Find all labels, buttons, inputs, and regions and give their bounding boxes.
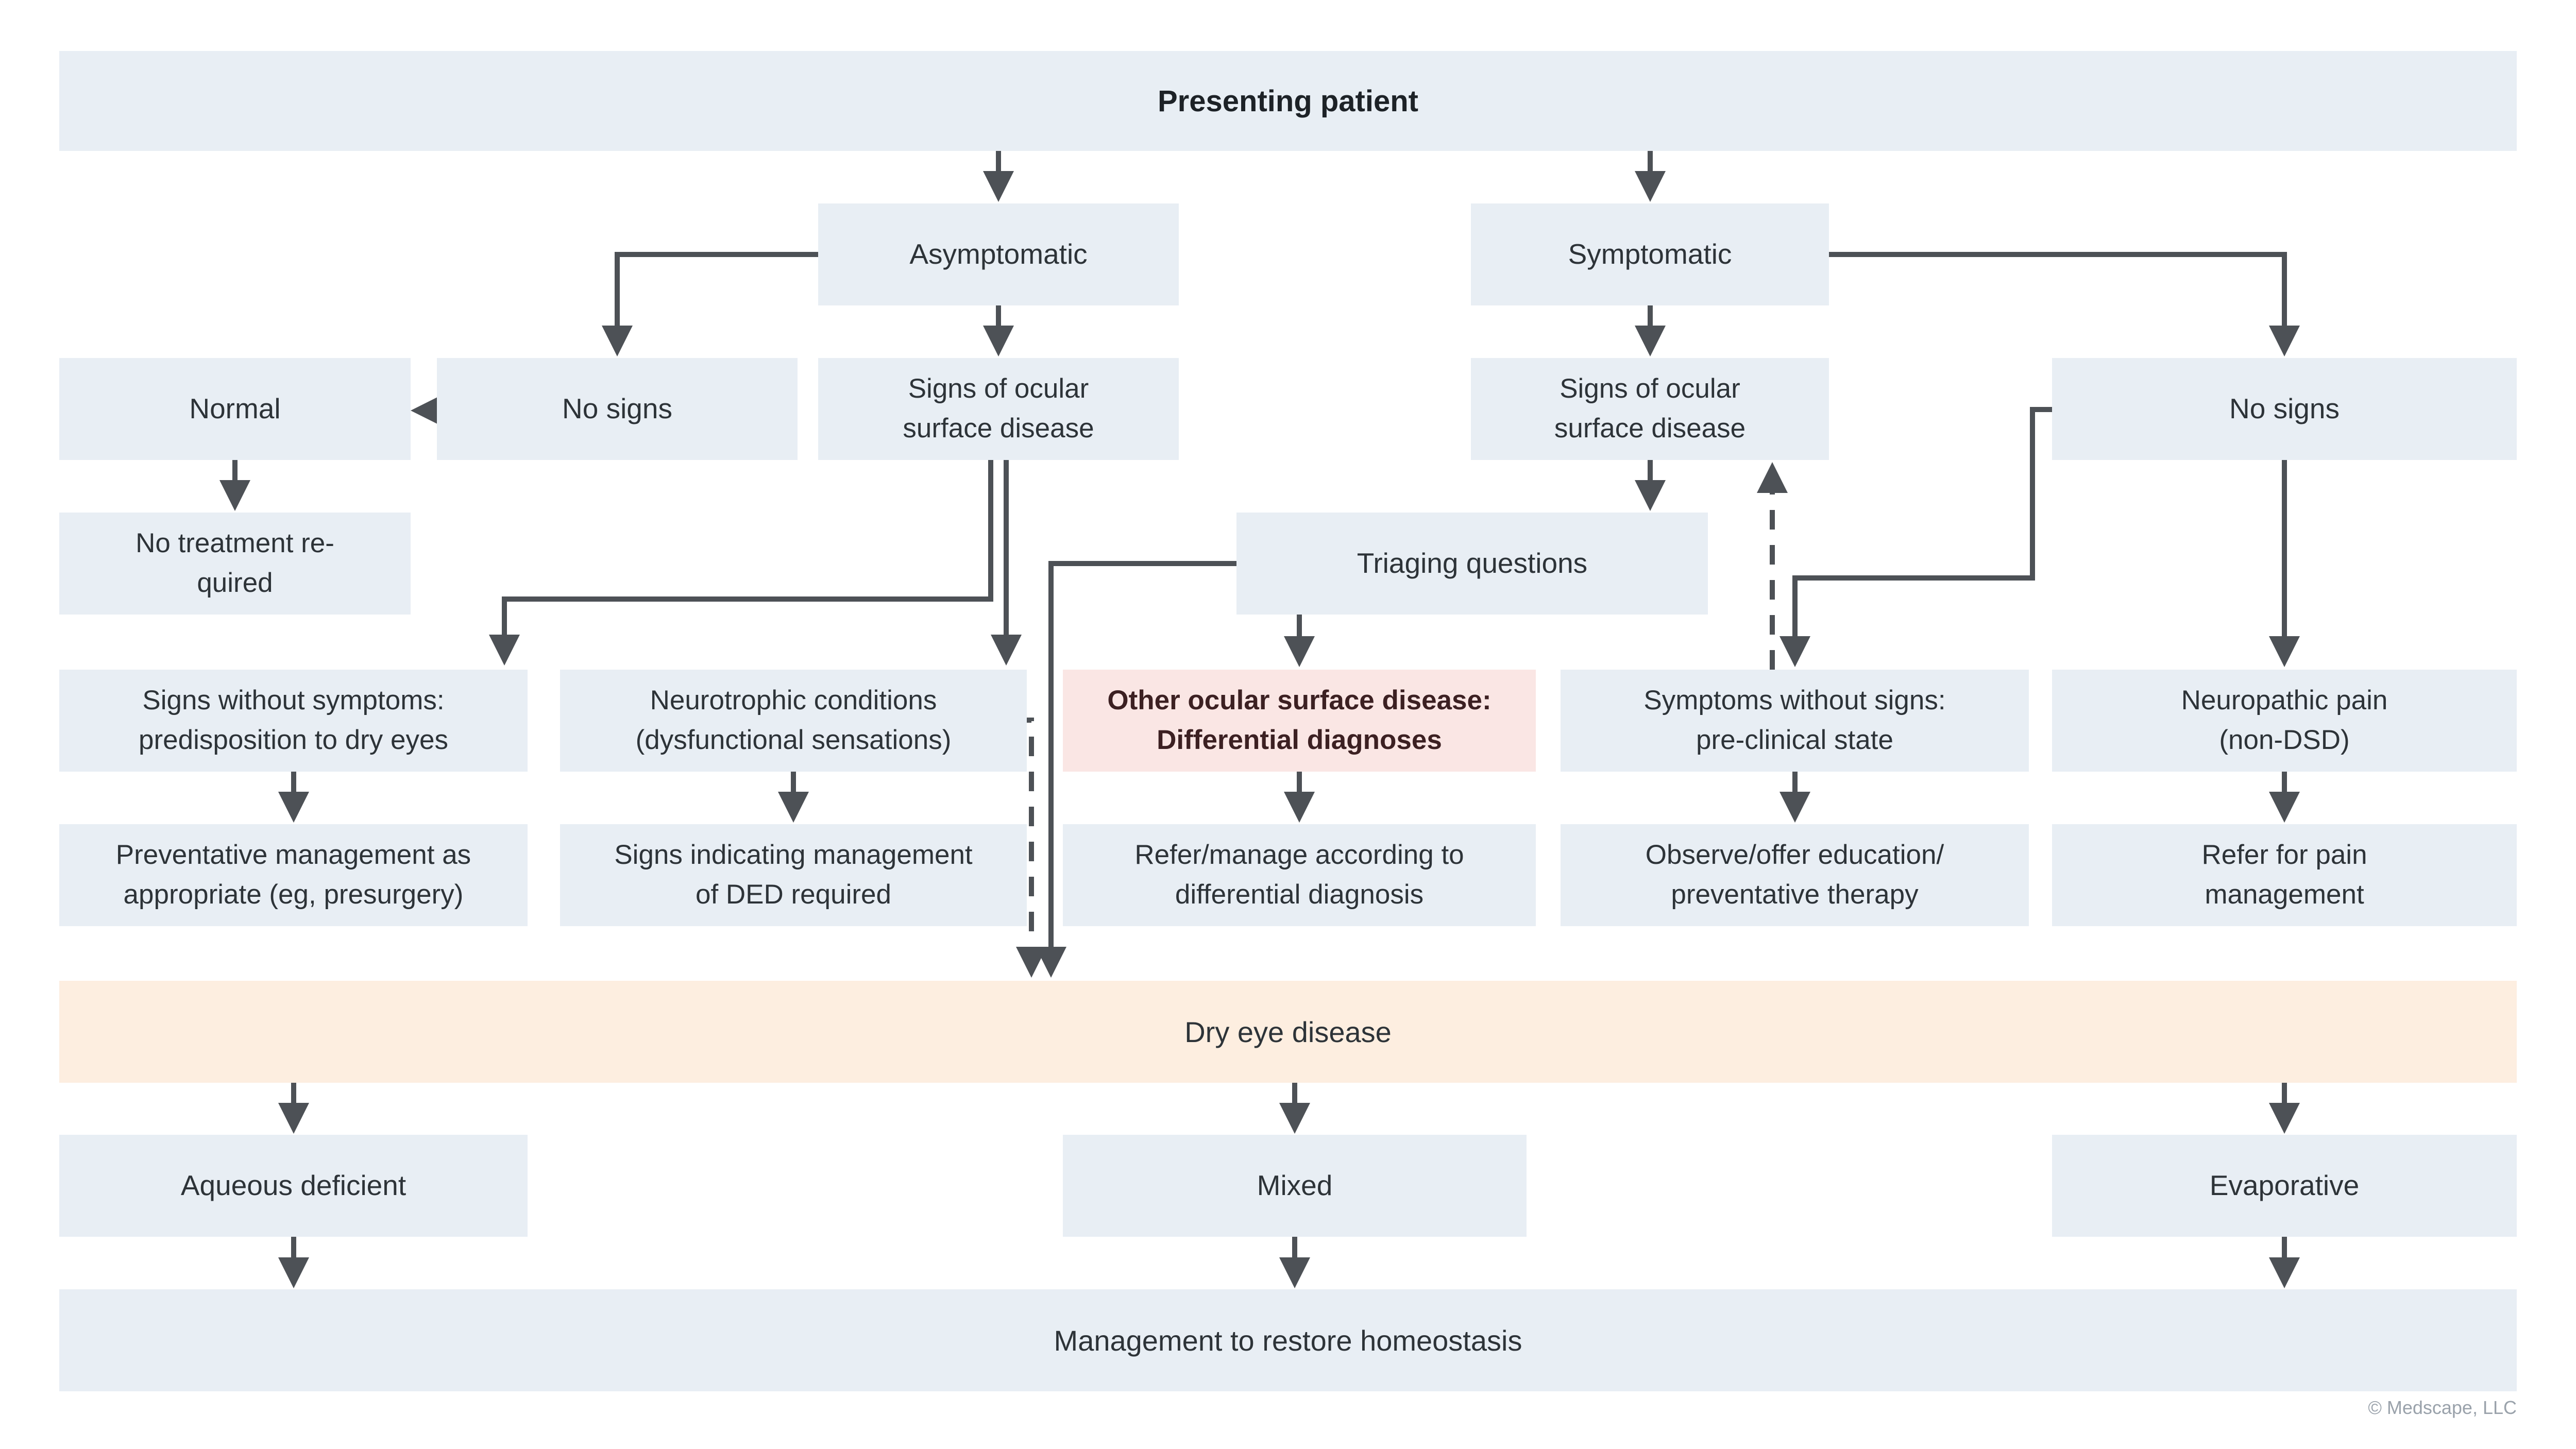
copyright-text: © Medscape, LLC	[2368, 1397, 2517, 1418]
node-asymptomatic: Asymptomatic	[818, 203, 1179, 305]
banner-dry-eye-disease: Dry eye disease	[59, 981, 2517, 1083]
node-neurotrophic-conditions: Neurotrophic conditions (dysfunctional s…	[560, 670, 1027, 772]
node-signs-ocular-surface-disease-right: Signs of ocular surface disease	[1471, 358, 1829, 460]
node-aqueous-deficient: Aqueous deficient	[59, 1135, 528, 1237]
node-no-treatment-required: No treatment re- quired	[59, 513, 411, 615]
banner-presenting-patient: Presenting patient	[59, 51, 2517, 151]
node-refer-manage-differential: Refer/manage according to differential d…	[1063, 824, 1536, 926]
node-refer-pain-management: Refer for pain management	[2052, 824, 2517, 926]
node-symptomatic: Symptomatic	[1471, 203, 1829, 305]
node-no-signs-left: No signs	[437, 358, 798, 460]
banner-management-homeostasis: Management to restore homeostasis	[59, 1289, 2517, 1391]
node-no-signs-right: No signs	[2052, 358, 2517, 460]
node-signs-indicating-management: Signs indicating management of DED requi…	[560, 824, 1027, 926]
node-preventative-management: Preventative management as appropriate (…	[59, 824, 528, 926]
node-evaporative: Evaporative	[2052, 1135, 2517, 1237]
node-triaging-questions: Triaging questions	[1236, 513, 1708, 615]
node-observe-offer-education: Observe/offer education/ preventative th…	[1561, 824, 2029, 926]
node-symptoms-without-signs: Symptoms without signs: pre-clinical sta…	[1561, 670, 2029, 772]
node-neuropathic-pain: Neuropathic pain (non-DSD)	[2052, 670, 2517, 772]
node-other-ocular-surface-disease: Other ocular surface disease: Differenti…	[1063, 670, 1536, 772]
node-signs-without-symptoms: Signs without symptoms: predisposition t…	[59, 670, 528, 772]
node-signs-ocular-surface-disease-left: Signs of ocular surface disease	[818, 358, 1179, 460]
node-normal: Normal	[59, 358, 411, 460]
node-mixed: Mixed	[1063, 1135, 1527, 1237]
